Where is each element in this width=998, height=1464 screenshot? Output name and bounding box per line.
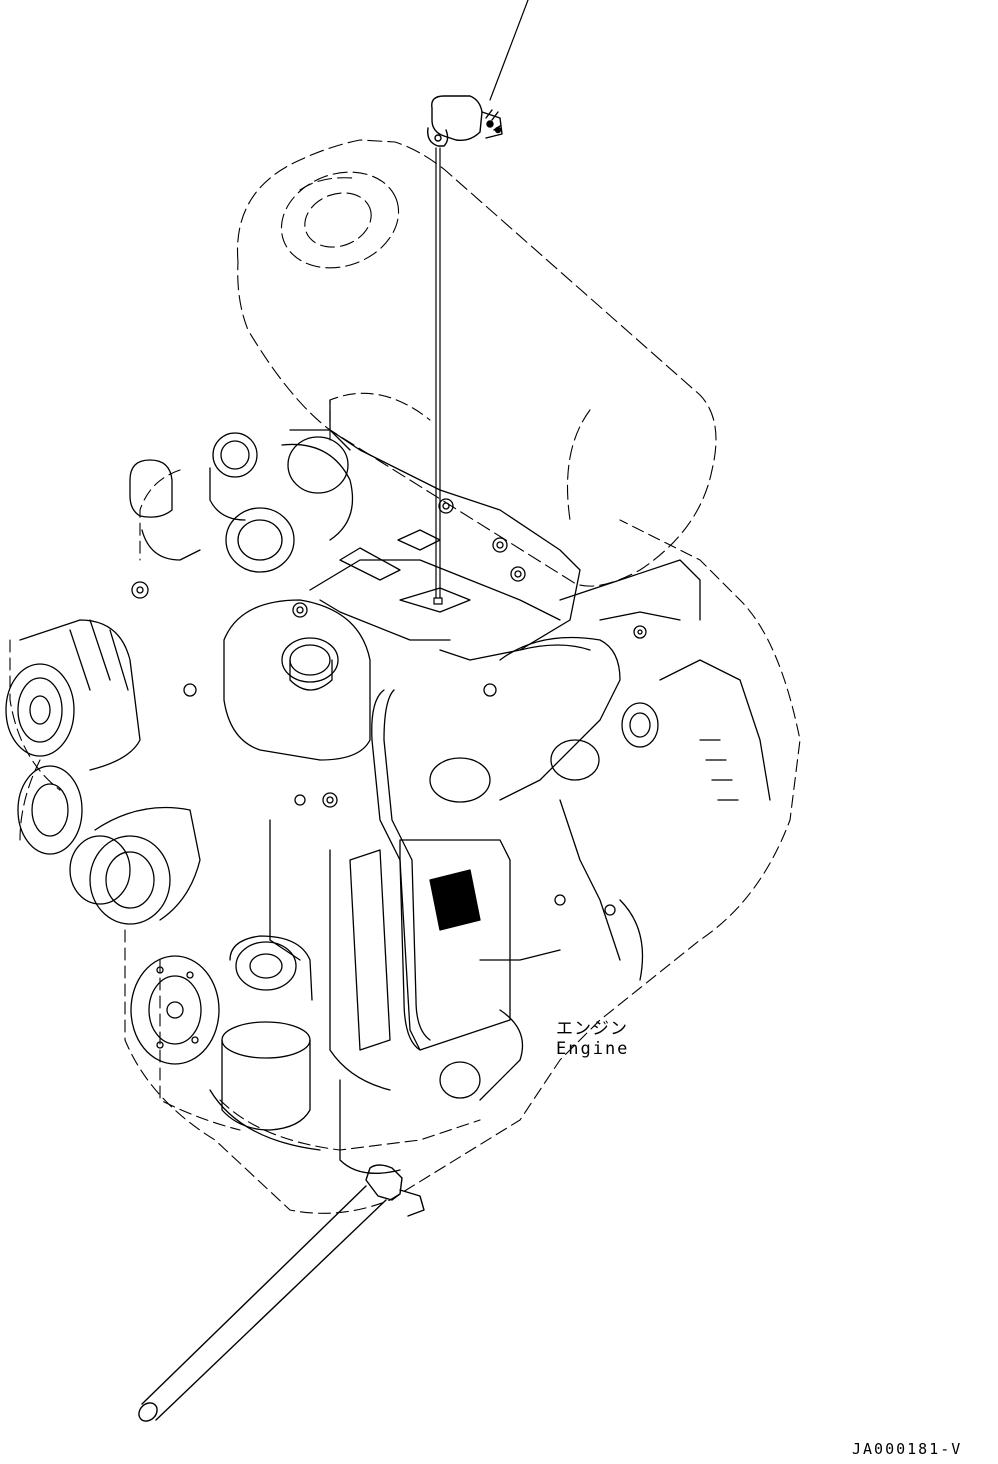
drawing-code: JA000181-V xyxy=(852,1440,963,1458)
leader-line xyxy=(489,0,529,101)
part-label-english: Engine xyxy=(556,1039,630,1059)
part-label-japanese: エンジン xyxy=(556,1019,628,1039)
engine-block xyxy=(5,399,771,1174)
engine-envelope xyxy=(9,392,801,1214)
dipstick-rod xyxy=(433,147,443,605)
drain-hose xyxy=(138,1164,425,1422)
sensor-switch xyxy=(427,95,503,147)
muffler-outline xyxy=(236,139,717,587)
